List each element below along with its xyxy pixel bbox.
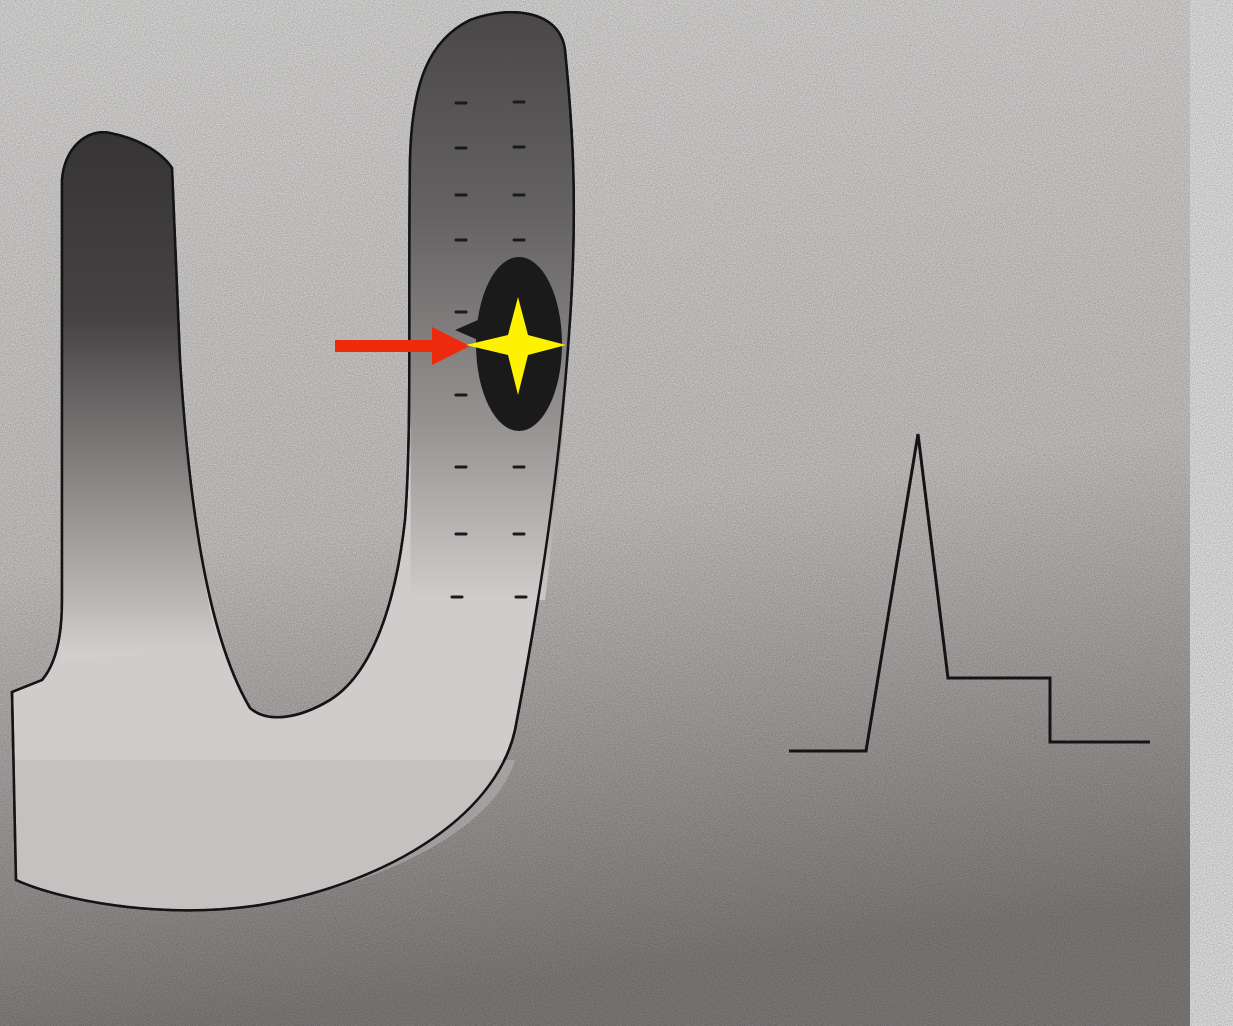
- diagram-canvas: [0, 0, 1233, 1026]
